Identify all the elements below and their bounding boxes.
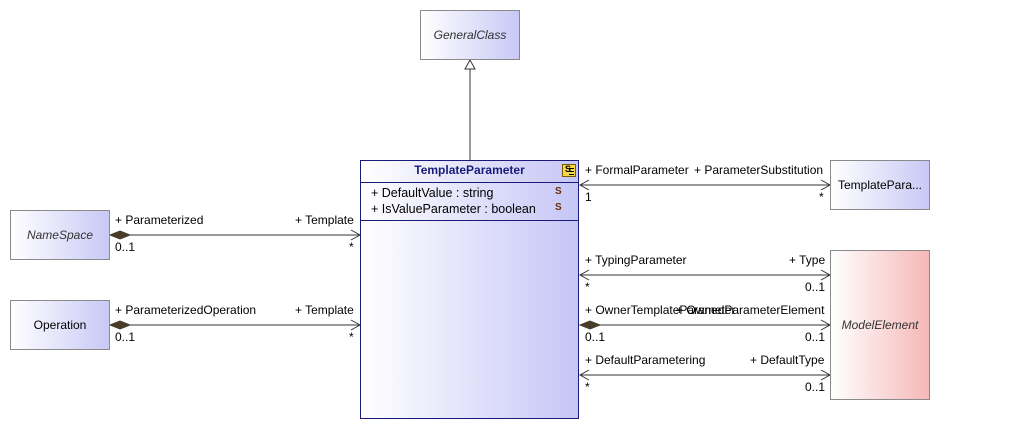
default-left-arrow: [578, 369, 590, 381]
attribute-is-value-parameter: + IsValueParameter : boolean: [371, 202, 536, 216]
formal-left-arrow: [578, 179, 590, 191]
operation-left-mult: 0..1: [115, 330, 136, 344]
template-parameter-title: TemplateParameter: [414, 163, 525, 177]
typing-left-mult: *: [585, 280, 590, 294]
stereotype-icon: S: [562, 164, 576, 177]
default-left-role: + DefaultParametering: [585, 353, 706, 367]
operation-right-mult: *: [349, 330, 354, 344]
default-right-role: + DefaultType: [750, 353, 825, 367]
owner-right-mult: 0..1: [805, 330, 826, 344]
attribute-separator: [361, 220, 578, 221]
namespace-box[interactable]: NameSpace: [10, 210, 110, 260]
owner-left-role: + OwnerTemplateParameter: [585, 303, 736, 317]
generalization-arrowhead: [464, 58, 476, 70]
operation-right-role: + Template: [295, 303, 354, 317]
model-element-name: ModelElement: [841, 318, 919, 332]
static-attribute-icon: S: [555, 202, 562, 213]
template-parameter-box[interactable]: TemplateParameter S + DefaultValue : str…: [360, 160, 579, 419]
namespace-diamond: [108, 230, 132, 240]
default-right-mult: 0..1: [805, 380, 826, 394]
operation-name: Operation: [33, 318, 87, 332]
template-para-name: TemplatePara...: [837, 178, 923, 192]
namespace-name: NameSpace: [26, 228, 94, 242]
typing-left-role: + TypingParameter: [585, 253, 687, 267]
attribute-default-value: + DefaultValue : string: [371, 186, 494, 200]
formal-left-role: + FormalParameter: [585, 163, 689, 177]
typing-right-mult: 0..1: [805, 280, 826, 294]
formal-right-mult: *: [819, 190, 824, 204]
namespace-right-role: + Template: [295, 213, 354, 227]
formal-left-mult: 1: [585, 190, 592, 204]
namespace-right-mult: *: [349, 240, 354, 254]
title-separator: [361, 182, 578, 183]
default-left-mult: *: [585, 380, 590, 394]
namespace-left-mult: 0..1: [115, 240, 136, 254]
owner-left-mult: 0..1: [585, 330, 606, 344]
template-para-box[interactable]: TemplatePara...: [830, 160, 930, 210]
operation-box[interactable]: Operation: [10, 300, 110, 350]
formal-right-role: + ParameterSubstitution: [694, 163, 824, 177]
typing-left-arrow: [578, 269, 590, 281]
model-element-box[interactable]: ModelElement: [830, 250, 930, 400]
namespace-left-role: + Parameterized: [115, 213, 204, 227]
general-class-name: GeneralClass: [433, 28, 507, 42]
owner-right-role: + OwnedParameterElement: [676, 303, 825, 317]
general-class-box[interactable]: GeneralClass: [420, 10, 520, 60]
static-attribute-icon: S: [555, 186, 562, 197]
operation-left-role: + ParameterizedOperation: [115, 303, 257, 317]
owner-diamond: [578, 320, 602, 330]
operation-diamond: [108, 320, 132, 330]
typing-right-role: + Type: [789, 253, 826, 267]
